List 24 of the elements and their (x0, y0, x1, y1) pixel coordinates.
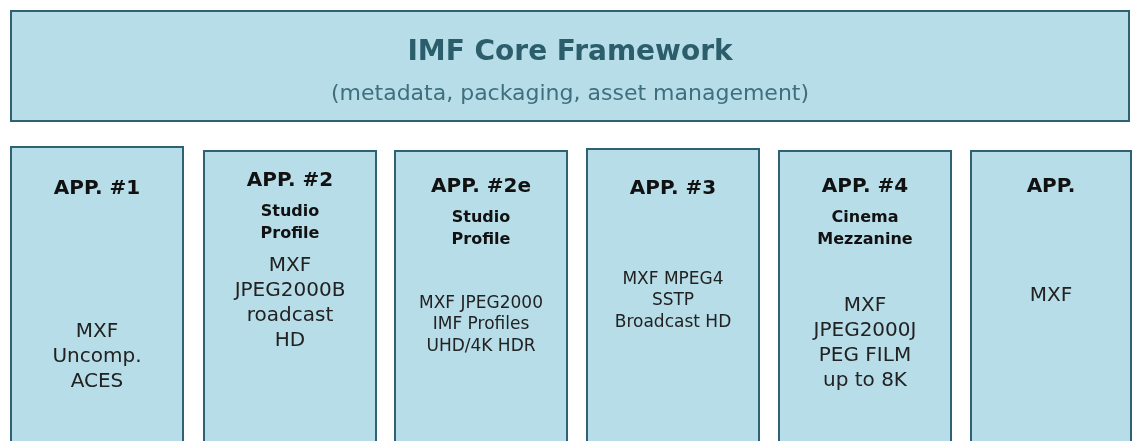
header-subtitle: (metadata, packaging, asset management) (329, 80, 811, 105)
column-box (10, 146, 184, 441)
profile-label: Studio Profile (450, 206, 512, 251)
column-heading: APP. #1 (52, 174, 142, 200)
format-list: MXF (991, 282, 1111, 307)
column-box (778, 150, 952, 441)
profile-label: Cinema Mezzanine (816, 206, 914, 251)
column-box (203, 150, 377, 441)
column-heading: APP. #3 (628, 174, 718, 200)
format-list: MXF MPEG4 SSTP Broadcast HD (613, 268, 733, 332)
header-box (10, 10, 1130, 122)
header-title: IMF Core Framework (406, 34, 734, 67)
column-box (394, 150, 568, 441)
column-heading: APP. #2 (245, 166, 335, 192)
column-heading: APP. #2e (430, 172, 532, 198)
profile-label: Studio Profile (259, 200, 321, 245)
format-list: MXF JPEG2000J PEG FILM up to 8K (810, 292, 920, 392)
column-box (970, 150, 1132, 441)
format-list: MXF JPEG2000 IMF Profiles UHD/4K HDR (411, 292, 551, 356)
column-heading: APP. #4 (820, 172, 910, 198)
column-heading: APP. (1025, 172, 1077, 198)
format-list: MXF JPEG2000B roadcast HD (230, 252, 350, 352)
column-box (586, 148, 760, 441)
format-list: MXF Uncomp. ACES (37, 318, 157, 393)
